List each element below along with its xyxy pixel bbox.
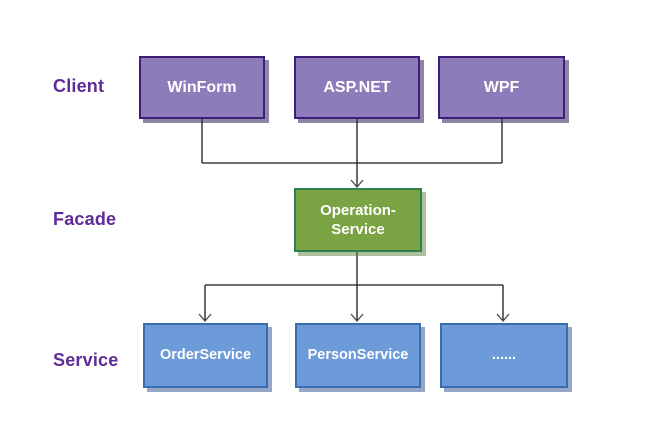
arrowhead-personservice (350, 313, 364, 322)
node-operation-service: Operation- Service (294, 188, 422, 252)
layer-label-client: Client (53, 76, 105, 96)
node-winform: WinForm (139, 56, 265, 119)
node-operation-service-label: Operation- Service (320, 202, 396, 238)
facade-to-service-connector (204, 252, 504, 320)
arrowhead-facade (350, 179, 364, 188)
node-wpf-label: WPF (483, 79, 520, 96)
node-orderservice-label: OrderService (159, 347, 252, 363)
client-to-facade-connector (201, 119, 503, 186)
node-other-services-label: ...... (491, 347, 517, 363)
node-other-services: ...... (440, 323, 568, 388)
layer-label-facade: Facade (53, 209, 117, 229)
node-personservice: PersonService (295, 323, 421, 388)
arrowhead-orderservice (198, 313, 212, 322)
arrowhead-otherservice (496, 313, 510, 322)
node-aspnet-label: ASP.NET (323, 79, 391, 96)
node-wpf: WPF (438, 56, 565, 119)
node-winform-label: WinForm (167, 79, 237, 96)
node-personservice-label: PersonService (307, 347, 409, 363)
node-aspnet: ASP.NET (294, 56, 420, 119)
layer-label-service: Service (53, 350, 119, 370)
node-orderservice: OrderService (143, 323, 268, 388)
